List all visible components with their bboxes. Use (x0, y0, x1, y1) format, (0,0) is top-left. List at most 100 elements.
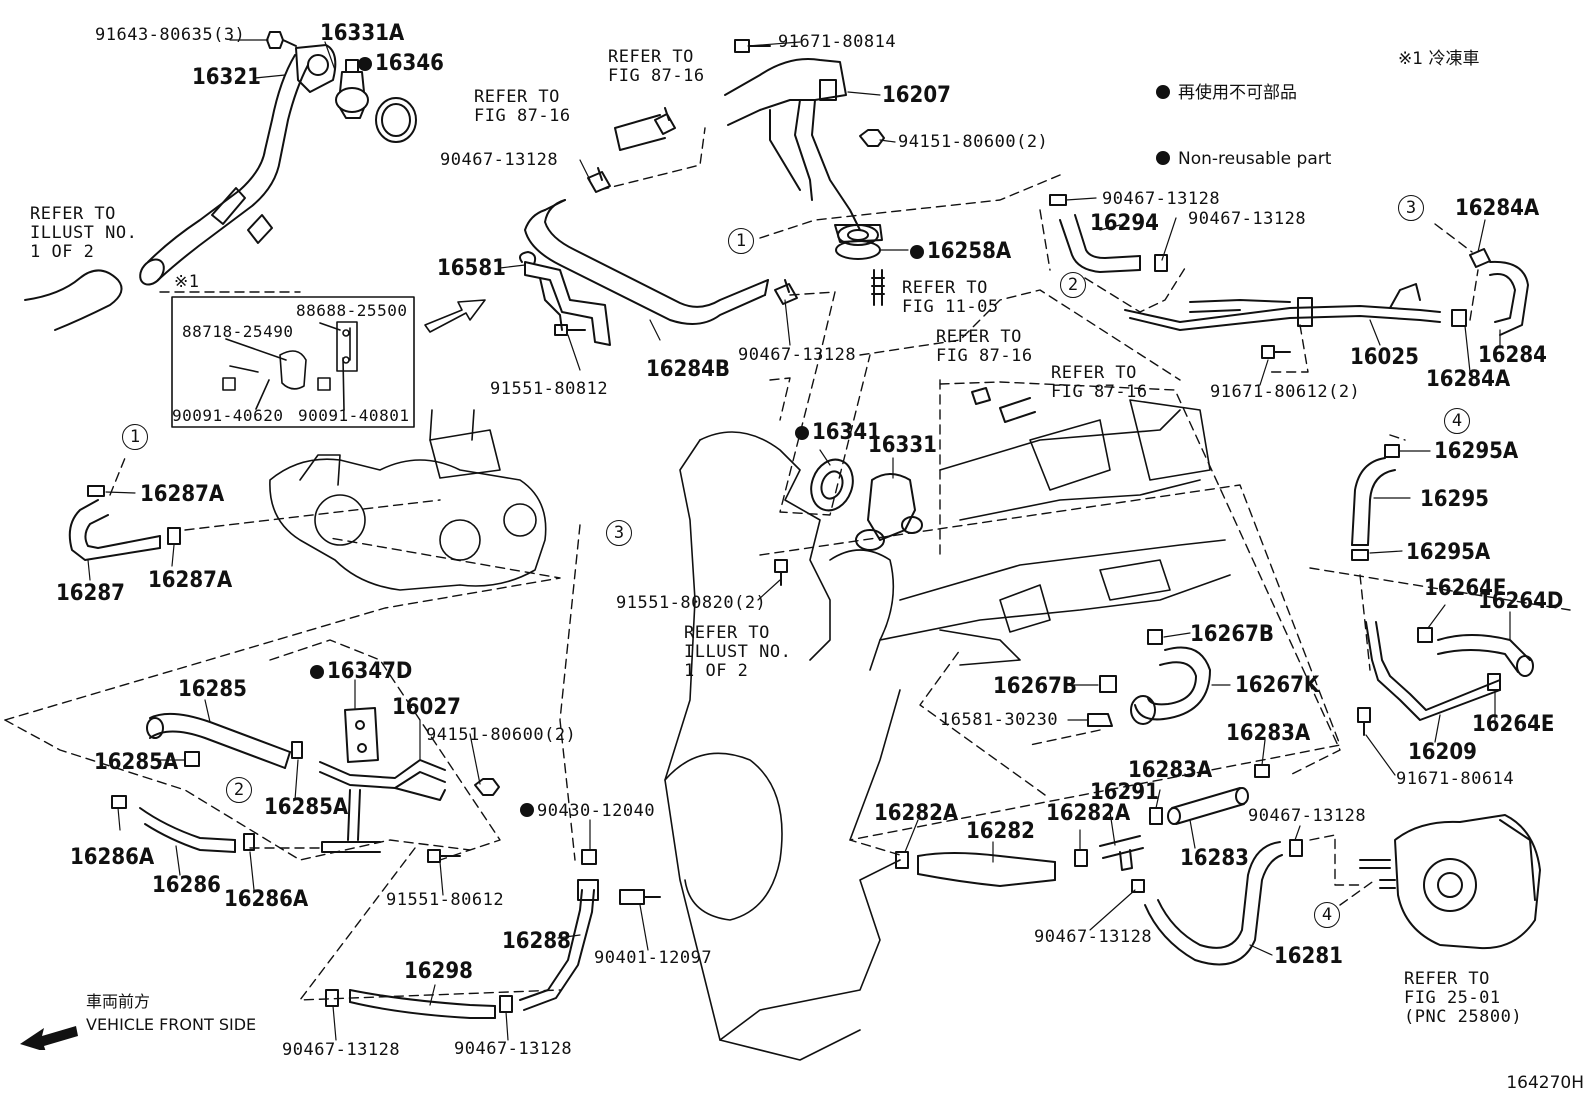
callout-circle: 2 (226, 777, 252, 803)
part-label: 16347D (310, 660, 412, 684)
part-number: 16347D (327, 659, 413, 684)
part-label: 90467-13128 (1102, 189, 1221, 209)
inset-arrow (424, 299, 486, 333)
part-label: 94151-80600(2) (898, 132, 1049, 152)
part-label: 16321 (192, 65, 261, 90)
callout-circle: 3 (606, 520, 632, 546)
part-label: 16207 (882, 83, 951, 108)
clamp-16287A-a (87, 485, 105, 497)
part-label: 16209 (1408, 740, 1477, 765)
part-label: 16258A (910, 240, 1011, 264)
part-label: 16286A (224, 887, 309, 912)
front-arrow-icon (20, 1026, 78, 1050)
part-label: 16282 (966, 819, 1035, 844)
part-number: 16341 (812, 420, 881, 445)
part-label: 16284A (1455, 196, 1540, 221)
non-reusable-dot-icon (358, 57, 372, 71)
legend-non-reusable-en: Non-reusable part (1156, 148, 1331, 170)
gasket-16258A (835, 240, 881, 260)
pipe-16209 (1365, 621, 1501, 721)
clamp-a (654, 107, 676, 135)
leader-lines (87, 39, 1511, 1041)
part-label: 16285A (264, 795, 349, 820)
clamp-90467-h (499, 995, 513, 1013)
part-label: 16285A (94, 750, 179, 775)
part-label: 91671-80614 (1396, 769, 1515, 789)
part-label: 16295 (1420, 487, 1489, 512)
part-label: 16287 (56, 581, 125, 606)
bracket-16347D (344, 707, 379, 763)
hose-16283 (1167, 787, 1249, 825)
refer-note: REFER TO FIG 11-05 (902, 278, 999, 317)
vehicle-front-jp: 車両前方 (86, 992, 151, 1011)
part-label: 91671-80814 (778, 32, 897, 52)
part-label: 16581-30230 (940, 710, 1059, 730)
part-label: 16346 (358, 52, 444, 76)
gasket-16341 (810, 458, 854, 512)
part-label: 16284 (1478, 343, 1547, 368)
clamp-16295A-a (1384, 444, 1400, 458)
bolt-91551-80820 (774, 559, 788, 586)
part-label: 90091-40620 (172, 406, 284, 425)
clamp-16283A-b (1254, 764, 1270, 778)
hose-16281 (1144, 841, 1283, 966)
clamp-d (971, 387, 991, 405)
clip-16581-30230 (1087, 713, 1113, 727)
part-label: 16267K (1235, 673, 1320, 698)
part-label: 16288 (502, 929, 571, 954)
refer-note: REFER TO FIG 87-16 (936, 327, 1033, 366)
part-number: 16346 (375, 51, 444, 76)
part-label: 16295A (1434, 439, 1519, 464)
hose-16267K (1130, 646, 1211, 725)
hose-16284B (524, 199, 769, 325)
clamp-b (587, 167, 611, 193)
part-label: 16264D (1478, 589, 1564, 614)
part-label: 16287A (140, 482, 225, 507)
part-label: 16331 (868, 433, 937, 458)
pipe-16291 (1099, 835, 1144, 871)
clamp-16284A-bot (1451, 309, 1467, 327)
thermostat-16331A (335, 59, 369, 119)
part-label: 94151-80600(2) (426, 725, 577, 745)
clamp-16285A-a (184, 751, 200, 767)
part-label: 16285 (178, 677, 247, 702)
part-label: 90401-12097 (594, 948, 713, 968)
refer-note: REFER TO ILLUST NO. 1 OF 2 (30, 204, 138, 262)
clamp-16287A-b (167, 527, 181, 545)
union-bolt (577, 849, 599, 901)
engine-block (664, 399, 1231, 1061)
clamp-16284A-top (1469, 248, 1491, 268)
water-pump (1359, 814, 1541, 950)
refer-note: REFER TO FIG 25-01 (PNC 25800) (1404, 969, 1523, 1027)
clamp-16282A-a (895, 851, 909, 869)
part-label: 88688-25500 (296, 301, 408, 320)
part-label: 90467-13128 (454, 1039, 573, 1059)
clamp-90467-f (1289, 839, 1303, 857)
vehicle-front-label: 車両前方 VEHICLE FRONT SIDE (86, 990, 256, 1036)
illustration-id: 164270H (1506, 1073, 1584, 1093)
part-label: 16298 (404, 959, 473, 984)
nut-94151-b (474, 778, 500, 796)
legend-text-en: Non-reusable part (1178, 149, 1332, 169)
stud-bolt (871, 269, 885, 306)
callout-circle: 4 (1314, 902, 1340, 928)
hose-16282 (917, 852, 1056, 887)
bracket-16581 (519, 251, 611, 346)
part-label: 91551-80612 (386, 890, 505, 910)
part-label: 16267B (1190, 622, 1274, 647)
clamp-90467-g (325, 989, 339, 1007)
part-label: 16264E (1472, 712, 1555, 737)
callout-circle: 3 (1398, 195, 1424, 221)
inset-mark: ※1 (174, 272, 200, 292)
pipe-16025 (1124, 283, 1441, 331)
part-label: 90467-13128 (1034, 927, 1153, 947)
part-number: 16258A (927, 239, 1012, 264)
part-label: 16291 (1090, 780, 1159, 805)
callout-circle: 1 (122, 424, 148, 450)
bolt-91643 (266, 31, 297, 49)
legend-non-reusable-jp: 再使用不可部品 (1156, 82, 1331, 104)
part-label: 16287A (148, 568, 233, 593)
clamp-16283A-a (1149, 807, 1163, 825)
hose-16294 (1059, 214, 1141, 273)
inset-box (171, 296, 415, 428)
